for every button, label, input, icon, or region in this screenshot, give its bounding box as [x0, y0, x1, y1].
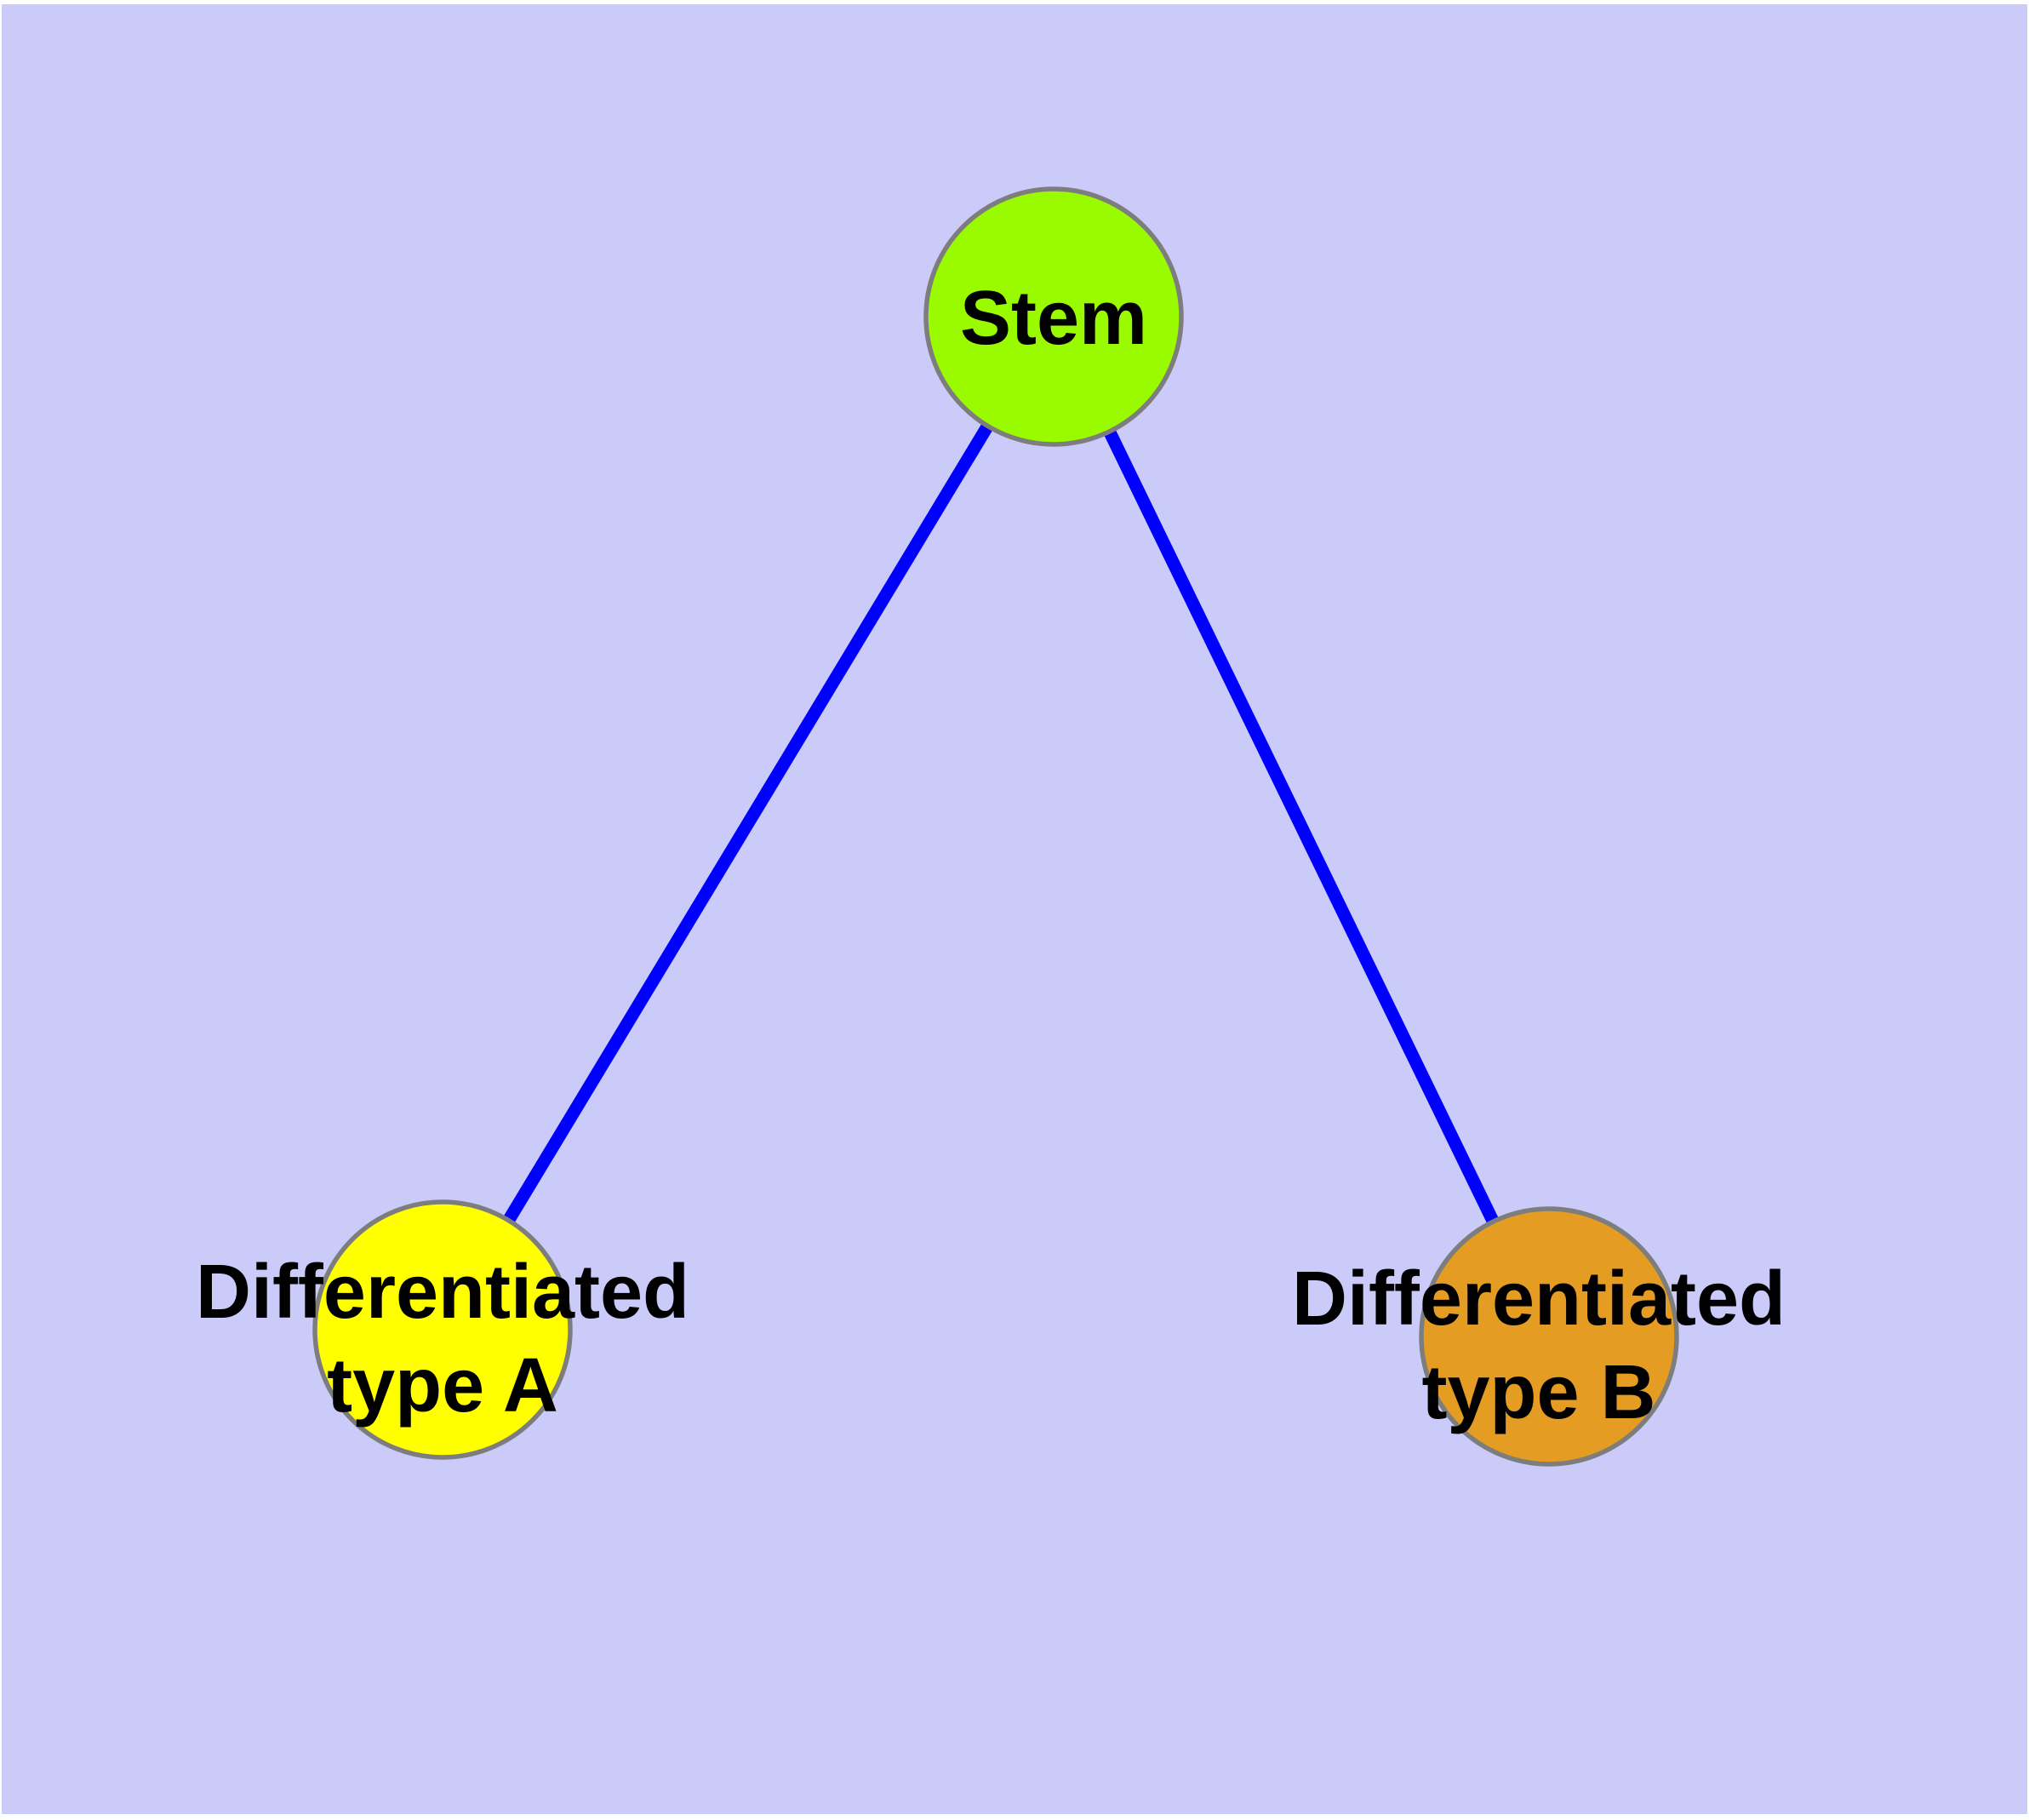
differentiated-type-a-label-line2: type A: [327, 1343, 558, 1428]
edge-stem-to-type-b: [1048, 313, 1555, 1340]
edge-stem-to-type-a: [437, 313, 1060, 1333]
differentiated-type-b-node: [1419, 1206, 1679, 1467]
differentiated-type-a-label-line1: Differentiated: [196, 1250, 689, 1335]
differentiated-type-b-label-line2: type B: [1421, 1350, 1655, 1435]
differentiated-type-b-label-line1: Differentiated: [1292, 1256, 1786, 1342]
stem-node: [923, 186, 1184, 447]
stem-node-label: Stem: [960, 276, 1147, 361]
differentiated-type-a-node: [312, 1199, 573, 1460]
